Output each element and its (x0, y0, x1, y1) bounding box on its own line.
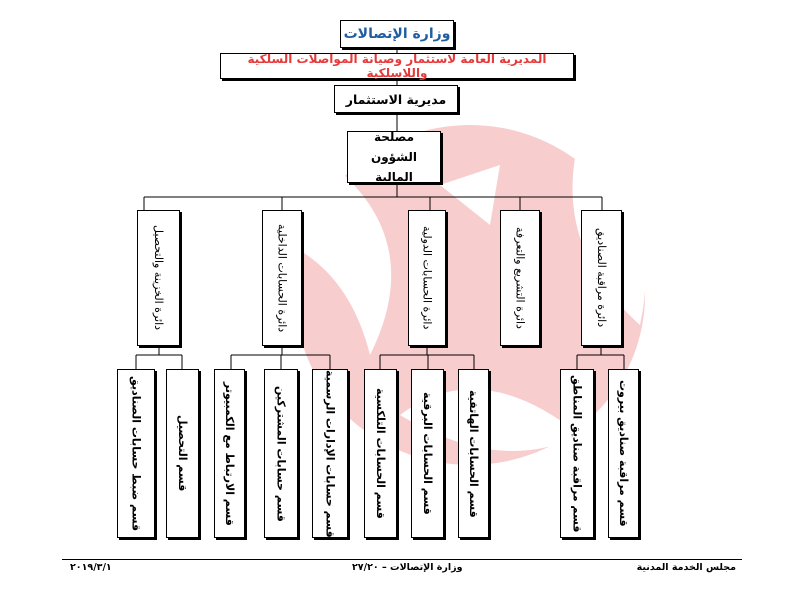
section-box-collection: قسم التحصيل (166, 369, 199, 538)
directorate-general-title: المديرية العامة لاستثمار وصيانة المواصلا… (247, 52, 547, 80)
service-title-line2: المالية (375, 170, 413, 184)
directorate-general-box: المديرية العامة لاستثمار وصيانة المواصلا… (220, 52, 574, 80)
section-label: قسم مراقبة صناديق المناطق (570, 374, 584, 533)
section-box-beirut-funds-monitoring: قسم مراقبة صناديق بيروت (608, 369, 639, 538)
section-box-telex-accounts: قسم الحسابات التلكسية (364, 369, 397, 538)
department-label: دائرة الحسابات الداخلية (275, 223, 289, 333)
footer-page-ref: وزارة الإتصالات – ٢٧/٢٠ (352, 562, 463, 573)
department-box-international-accounts: دائرة الحسابات الدولية (408, 210, 446, 346)
directorate-title: مديرية الاستثمار (345, 91, 447, 107)
section-label: قسم الحسابات البرقية (421, 392, 434, 515)
section-label: قسم ضبط حسابات الصناديق (129, 375, 143, 532)
section-label: قسم التحصيل (176, 415, 189, 492)
section-box-subscribers-accounts: قسم حسابات المشتركين (264, 369, 298, 538)
ministry-box: وزارة الإتصالات (340, 20, 454, 48)
financial-affairs-service-box: مصلحة الشؤون المالية (347, 130, 441, 184)
department-box-internal-accounts: دائرة الحسابات الداخلية (262, 210, 302, 346)
department-label: دائرة الحسابات الدولية (420, 226, 434, 330)
section-box-telegraph-accounts: قسم الحسابات البرقية (411, 369, 444, 538)
department-label: دائرة الخزينة والتحصيل (152, 225, 165, 331)
ministry-title: وزارة الإتصالات (343, 26, 451, 42)
department-box-legislation-tariff: دائرة التشريع والتعرفة (500, 210, 540, 346)
section-label: قسم حسابات المشتركين (274, 385, 288, 522)
department-box-funds-monitoring: دائرة مراقبة الصناديق (581, 210, 622, 346)
service-title-line1: مصلحة الشؤون (370, 130, 418, 164)
footer-divider (62, 559, 742, 560)
department-box-treasury: دائرة الخزينة والتحصيل (137, 210, 180, 346)
directorate-box: مديرية الاستثمار (334, 85, 458, 113)
footer-date: ٢٠١٩/٣/١ (70, 562, 112, 573)
department-label: دائرة التشريع والتعرفة (513, 227, 527, 329)
footer-council-name: مجلس الخدمة المدنية (636, 562, 736, 573)
section-label: قسم مراقبة صناديق بيروت (617, 380, 630, 527)
section-label: قسم حسابات الإدارات الرسمية (323, 369, 337, 538)
section-label: قسم الحسابات التلكسية (374, 388, 387, 519)
department-label: دائرة مراقبة الصناديق (595, 228, 608, 328)
section-box-public-administrations-accounts: قسم حسابات الإدارات الرسمية (312, 369, 348, 538)
section-label: قسم الحسابات الهاتفية (467, 389, 480, 518)
section-label: قسم الارتباط مع الكمبيوتر (223, 381, 236, 526)
section-box-computer-link: قسم الارتباط مع الكمبيوتر (214, 369, 245, 538)
section-box-telephone-accounts: قسم الحسابات الهاتفية (458, 369, 489, 538)
section-box-funds-accounts-control: قسم ضبط حسابات الصناديق (117, 369, 155, 538)
section-box-regions-funds-monitoring: قسم مراقبة صناديق المناطق (560, 369, 594, 538)
